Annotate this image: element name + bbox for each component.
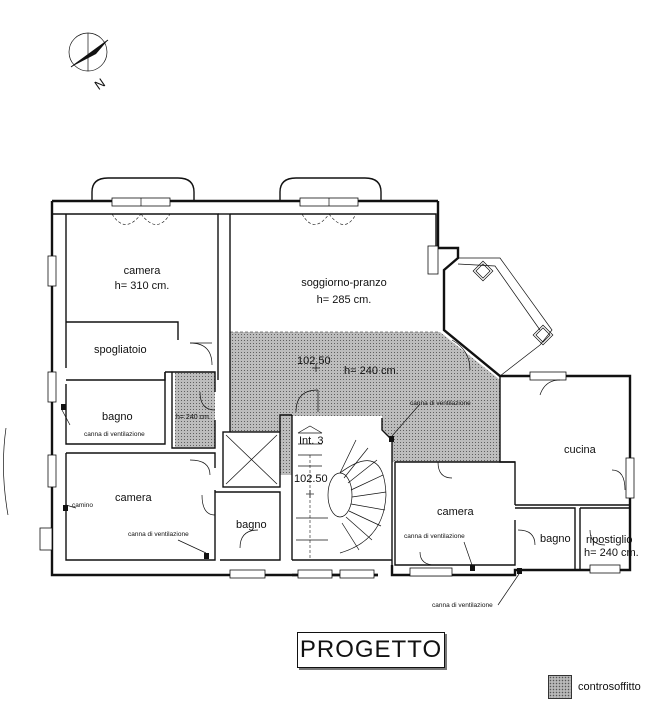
- room-height-ripostiglio: h= 240 cm.: [584, 547, 639, 559]
- legend-swatch: [548, 675, 572, 699]
- vent-shaft-markers: [61, 403, 522, 606]
- room-label-bagno-left: bagno: [102, 411, 133, 423]
- legend: controsoffitto: [548, 675, 641, 699]
- room-label-spogliatoio: spogliatoio: [94, 344, 147, 356]
- room-height-bagno-left: h= 240 cm.: [176, 414, 211, 421]
- room-label-camera-left: camera: [115, 492, 153, 504]
- door-swings: [189, 339, 626, 566]
- north-label: N: [92, 75, 108, 93]
- vent-label-4: canna di ventilazione: [404, 533, 465, 540]
- level-markers: [306, 364, 320, 498]
- spiral-staircase: [295, 389, 387, 560]
- room-height-soggiorno: h= 285 cm.: [317, 294, 372, 306]
- fireplace-label: camino: [72, 502, 93, 509]
- plan-title: PROGETTO: [297, 632, 445, 668]
- legend-label: controsoffitto: [578, 681, 641, 693]
- room-label-cucina: cucina: [564, 444, 597, 456]
- room-height-camera-top: h= 310 cm.: [115, 280, 170, 292]
- level-lower: 102.50: [294, 473, 328, 485]
- ornament-top-right: [472, 260, 554, 346]
- vent-label-2: canna di ventilazione: [410, 400, 471, 407]
- room-label-ripostiglio: ripostiglio: [586, 534, 632, 546]
- windows: [39, 197, 635, 579]
- room-label-soggiorno: soggiorno-pranzo: [301, 277, 387, 289]
- vent-label-5: canna di ventilazione: [432, 602, 493, 609]
- north-arrow-icon: [68, 32, 109, 72]
- stair-label: Int. 3: [299, 435, 323, 447]
- room-label-camera-top: camera: [124, 265, 162, 277]
- room-label-camera-mid: camera: [437, 506, 475, 518]
- bay-windows: [3, 177, 382, 516]
- vent-label-3: canna di ventilazione: [128, 531, 189, 538]
- level-upper: 102.50: [297, 355, 331, 367]
- room-label-bagno-right: bagno: [540, 533, 571, 545]
- room-label-bagno-mid: bagno: [236, 519, 267, 531]
- interior-walls: [52, 213, 630, 570]
- controsoffitto-areas: [175, 331, 500, 475]
- vent-label-1: canna di ventilazione: [84, 431, 145, 438]
- hall-height: h= 240 cm.: [344, 365, 399, 377]
